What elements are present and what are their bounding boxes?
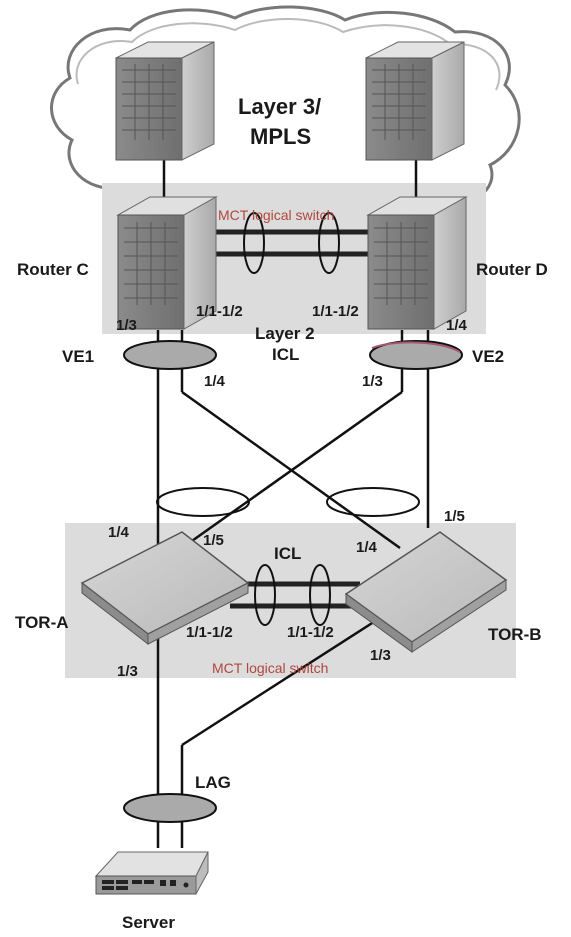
router-c-port-1-4: 1/4	[204, 374, 225, 389]
ve1-lag-ellipse	[124, 341, 216, 369]
router-d-icon	[368, 197, 466, 329]
top-mct-label: MCT logical switch	[218, 208, 334, 222]
router-c-icl-port: 1/1-1/2	[196, 304, 243, 319]
router-c-port-1-3: 1/3	[116, 318, 137, 333]
server-icon	[96, 852, 208, 894]
tor-b-uplink-ellipse	[327, 488, 419, 516]
tor-a-uplink-ellipse	[157, 488, 249, 516]
tor-b-label: TOR-B	[488, 626, 542, 643]
tor-a-icl-port: 1/1-1/2	[186, 625, 233, 640]
router-d-port-1-4: 1/4	[446, 318, 467, 333]
tor-a-port-1-5: 1/5	[203, 533, 224, 548]
cloud-router-left-icon	[116, 42, 214, 160]
server-label: Server	[122, 914, 175, 931]
tor-a-port-1-3: 1/3	[117, 664, 138, 679]
lag-label: LAG	[195, 774, 231, 791]
tor-b-port-1-3: 1/3	[370, 648, 391, 663]
tor-b-port-1-4: 1/4	[356, 540, 377, 555]
server-lag-ellipse	[124, 794, 216, 822]
router-d-icl-port: 1/1-1/2	[312, 304, 359, 319]
cloud-label-line2: MPLS	[250, 126, 311, 148]
tor-b-port-1-5: 1/5	[444, 509, 465, 524]
tor-a-port-1-4: 1/4	[108, 525, 129, 540]
router-d-port-1-3: 1/3	[362, 374, 383, 389]
router-d-label: Router D	[476, 261, 548, 278]
cloud-label-line1: Layer 3/	[238, 96, 321, 118]
bottom-icl-label: ICL	[274, 545, 301, 562]
ve1-label: VE1	[62, 348, 94, 365]
ve2-label: VE2	[472, 348, 504, 365]
tor-a-label: TOR-A	[15, 614, 69, 631]
bottom-mct-label: MCT logical switch	[212, 661, 328, 675]
cloud-router-right-icon	[366, 42, 464, 160]
tor-b-icl-port: 1/1-1/2	[287, 625, 334, 640]
router-c-label: Router C	[17, 261, 89, 278]
top-icl-label: ICL	[272, 346, 299, 363]
layer2-label: Layer 2	[255, 325, 315, 342]
